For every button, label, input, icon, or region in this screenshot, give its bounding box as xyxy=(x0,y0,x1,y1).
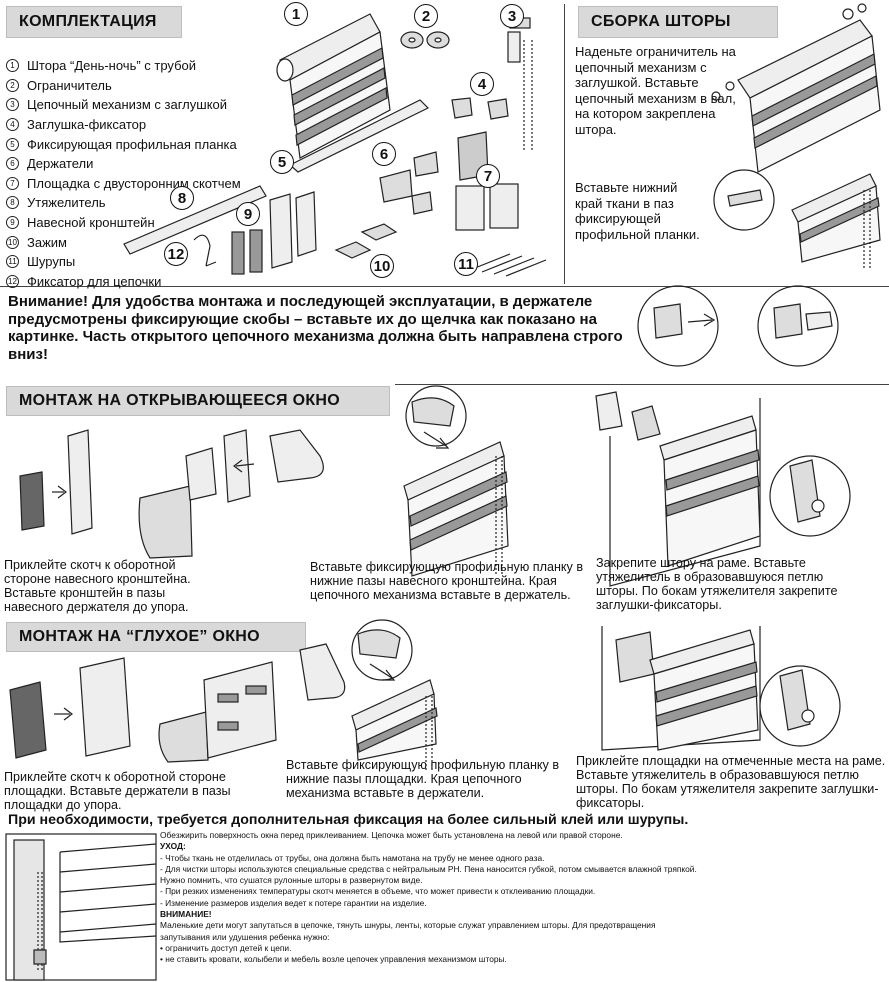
notes-line: - Изменение размеров изделия ведет к пот… xyxy=(160,897,427,908)
kit-parts-illustration xyxy=(123,13,547,277)
callout-6: 6 xyxy=(372,142,396,166)
opening-step-2: Вставьте фиксирующую профильную планку в… xyxy=(310,560,584,602)
fixed-window-header: МОНТАЖ НА “ГЛУХОЕ” ОКНО xyxy=(6,622,306,652)
warning-illustration xyxy=(637,285,839,367)
notes-line: Обезжирить поверхность окна перед прикле… xyxy=(160,830,623,840)
opening-step-1: Приклейте скотч к оборотной стороне наве… xyxy=(4,558,191,614)
notes-line: Нужно помнить, что сушатся рулонные штор… xyxy=(160,875,423,886)
notes-line: запутывания или удушения ребенка нужно: xyxy=(160,931,330,942)
opening-step-3: Закрепите штору на раме. Вставьте утяжел… xyxy=(596,556,838,612)
notes-line: - При резких изменениях температуры скот… xyxy=(160,886,596,897)
notes-line: • ограничить доступ детей к цепи. xyxy=(160,942,292,953)
callout-2: 2 xyxy=(414,4,438,28)
notes-line: - Для чистки шторы используются специаль… xyxy=(160,863,697,874)
fixed-window-illustration xyxy=(9,619,841,770)
notes-line: Маленькие дети могут запутаться в цепочк… xyxy=(160,920,656,931)
callout-1: 1 xyxy=(284,2,308,26)
fixed-step-1: Приклейте скотч к оборотной стороне площ… xyxy=(4,770,231,812)
fixed-step-2: Вставьте фиксирующую профильную планку в… xyxy=(286,758,560,800)
window-chain-illustration xyxy=(5,833,157,981)
extra-fixation-note: При необходимости, требуется дополнитель… xyxy=(8,812,689,828)
care-notes: Обезжирить поверхность окна перед прикле… xyxy=(160,830,880,966)
opening-window-illustration xyxy=(19,385,851,587)
assembly-step-1: Наденьте ограничитель на цепочный механи… xyxy=(575,44,736,137)
divider-kit-bottom xyxy=(0,286,889,287)
assembly-step-2: Вставьте нижний край ткани в паз фиксиру… xyxy=(575,180,700,242)
callout-4: 4 xyxy=(470,72,494,96)
warn-title: ВНИМАНИЕ! xyxy=(160,909,212,920)
divider-vertical xyxy=(564,4,565,284)
fixed-step-3: Приклейте площадки на отмеченные места н… xyxy=(576,754,886,810)
warning-text: Внимание! Для удобства монтажа и последу… xyxy=(8,293,623,363)
assembly-header: СБОРКА ШТОРЫ xyxy=(578,6,778,38)
callout-7: 7 xyxy=(476,164,500,188)
notes-line: - Чтобы ткань не отделилась от трубы, он… xyxy=(160,852,545,863)
opening-window-header: МОНТАЖ НА ОТКРЫВАЮЩЕЕСЯ ОКНО xyxy=(6,386,390,416)
kit-header: КОМПЛЕКТАЦИЯ xyxy=(6,6,182,38)
care-title: УХОД: xyxy=(160,841,186,852)
divider-warning-bottom xyxy=(395,384,889,385)
callout-12: 12 xyxy=(164,242,188,266)
assembly-illustration xyxy=(711,3,881,270)
callout-5: 5 xyxy=(270,150,294,174)
callout-10: 10 xyxy=(370,254,394,278)
callout-11: 11 xyxy=(454,252,478,276)
callout-8: 8 xyxy=(170,186,194,210)
callout-9: 9 xyxy=(236,202,260,226)
callout-3: 3 xyxy=(500,4,524,28)
notes-line: • не ставить кровати, колыбели и мебель … xyxy=(160,954,507,965)
